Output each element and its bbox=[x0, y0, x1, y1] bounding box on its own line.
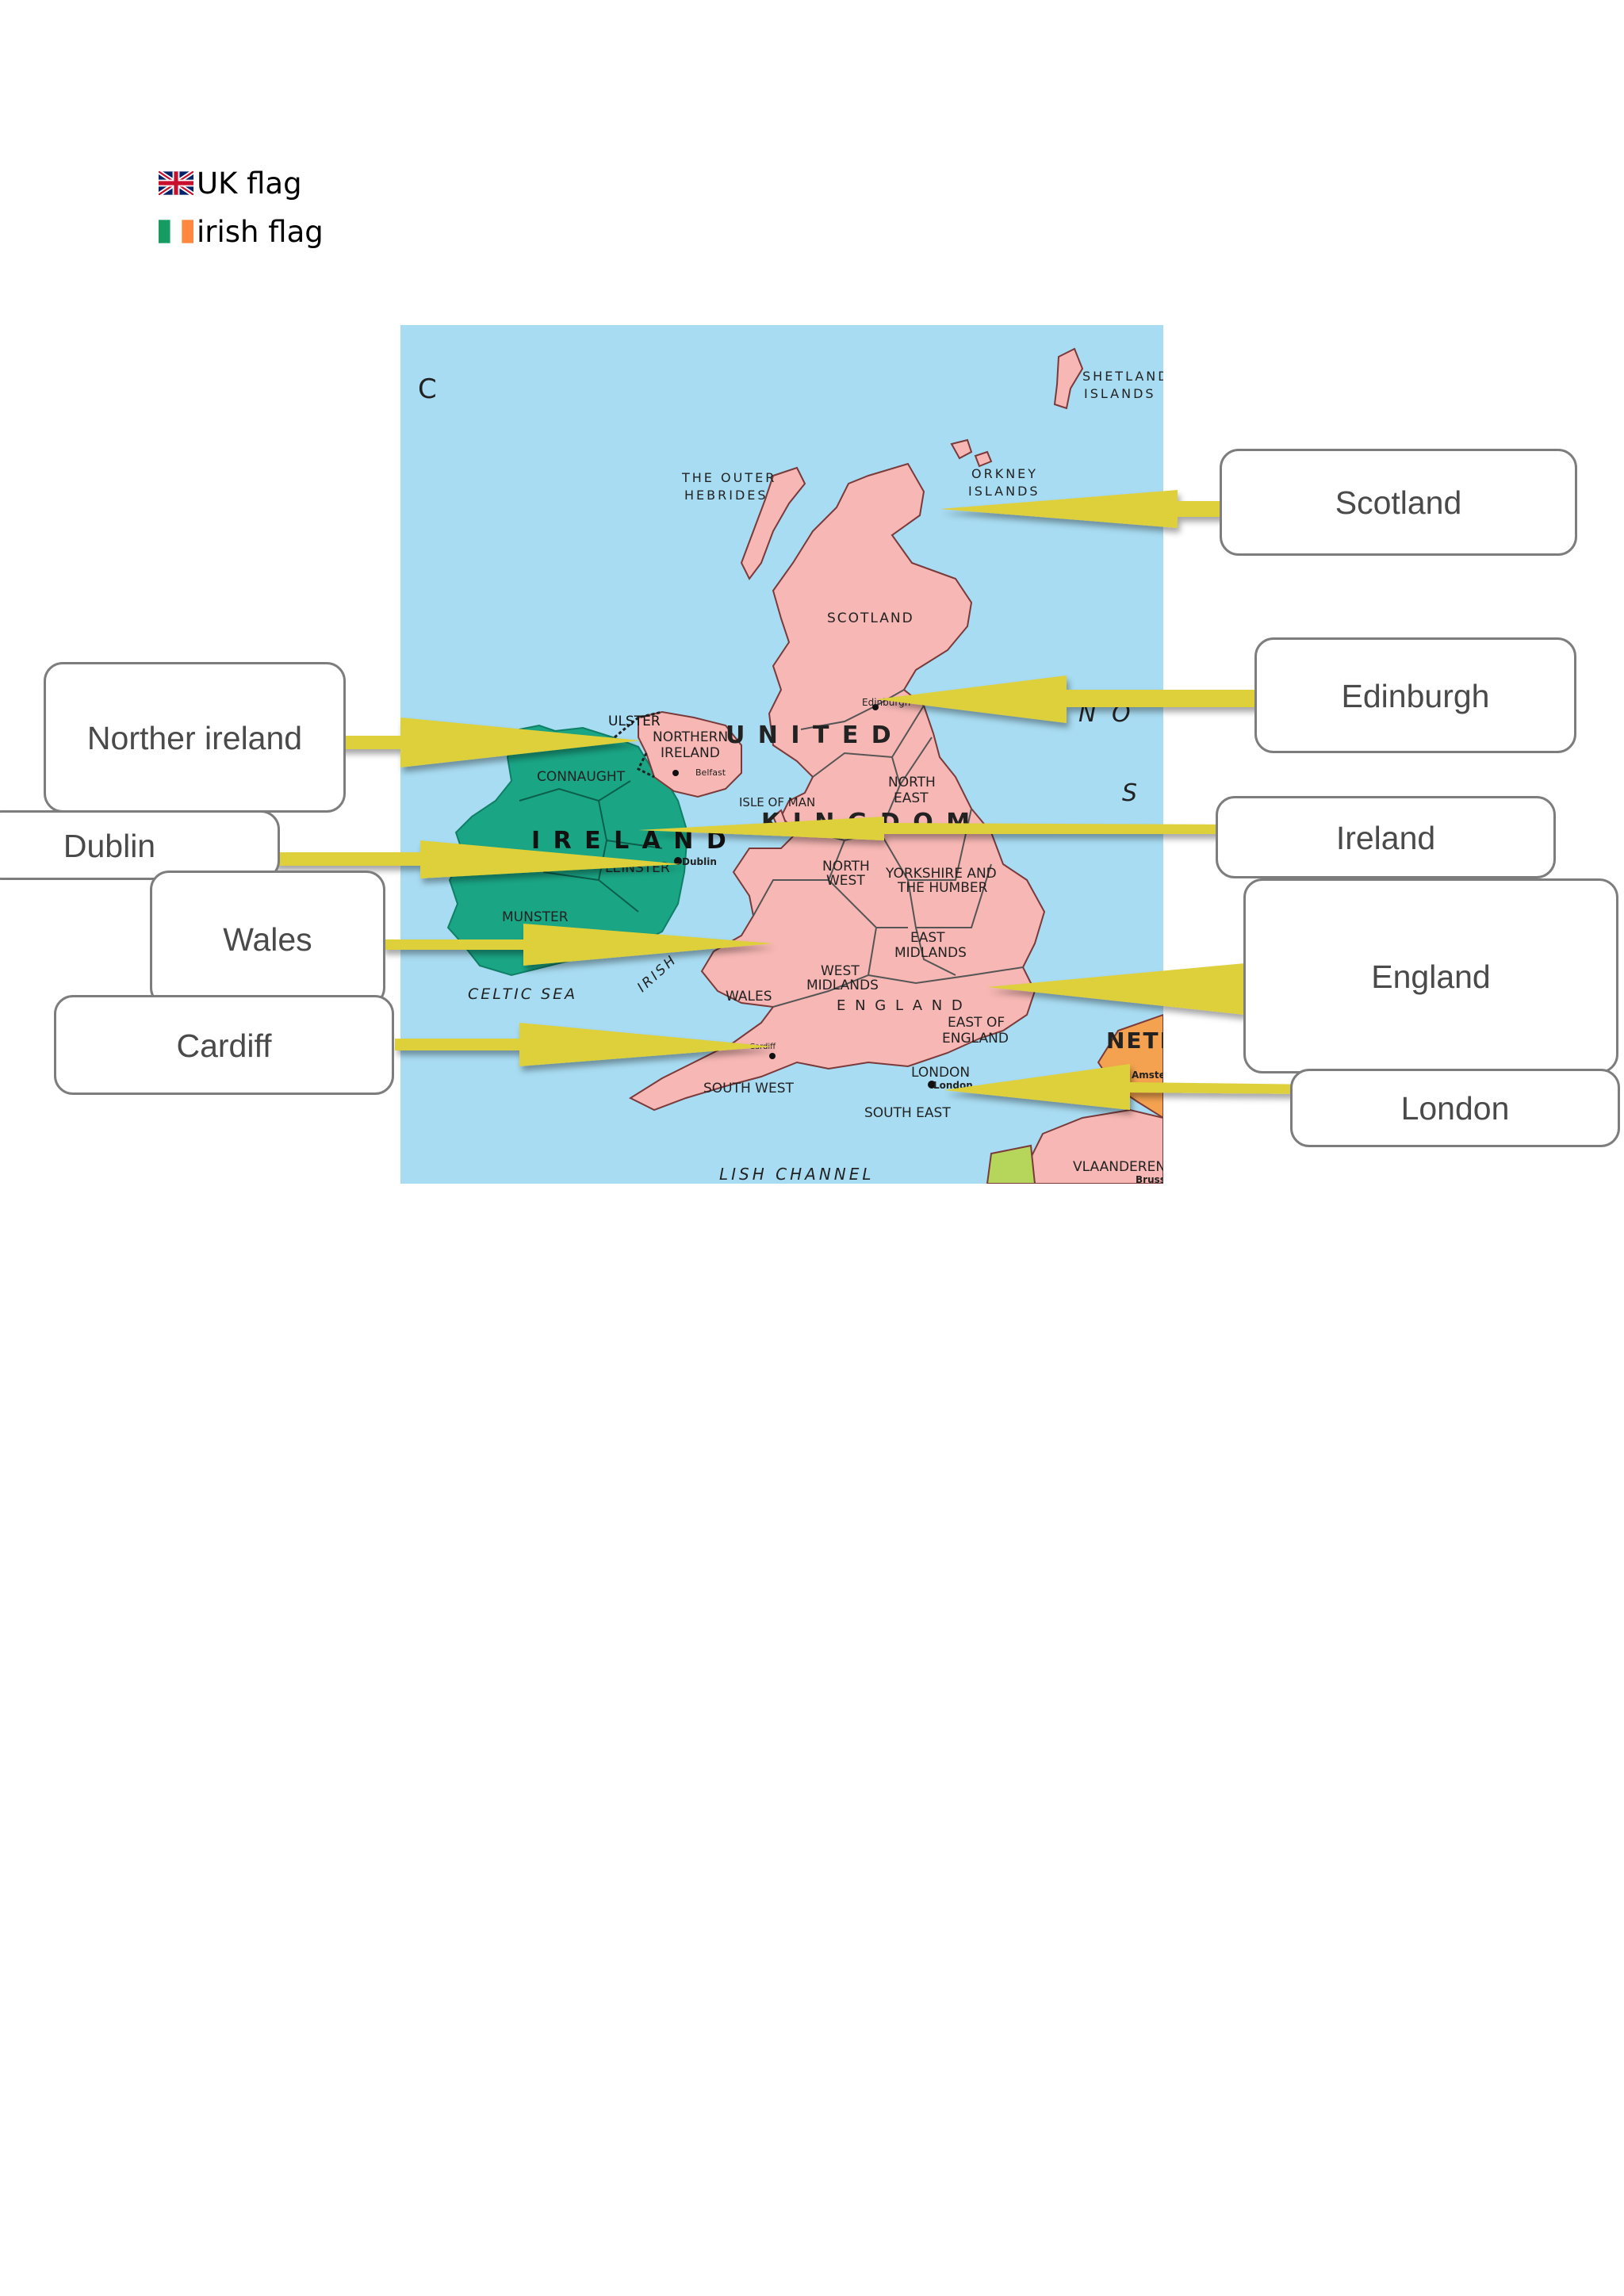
england-label: E N G L A N D bbox=[837, 997, 965, 1014]
north-east-label: EAST bbox=[894, 790, 929, 806]
dublin-marker bbox=[674, 857, 682, 865]
munster-label: MUNSTER bbox=[502, 909, 569, 925]
west-midlands-label: MIDLANDS bbox=[806, 978, 879, 993]
label-text: Wales bbox=[223, 920, 312, 958]
wales-label: WALES bbox=[726, 989, 772, 1004]
north-west-label: NORTH bbox=[822, 859, 870, 874]
leinster-label: LEINSTER bbox=[605, 860, 670, 876]
france-landmass bbox=[986, 1144, 1036, 1184]
uk-ireland-map: SHETLAND ISLANDS ORKNEY ISLANDS THE OUTE… bbox=[400, 325, 1163, 1184]
label-text: Scotland bbox=[1335, 484, 1462, 521]
celtic-sea-label: CELTIC SEA bbox=[468, 985, 577, 1003]
label-box-edinburgh[interactable]: Edinburgh bbox=[1254, 637, 1576, 753]
orkney-label: ISLANDS bbox=[968, 484, 1040, 499]
connaught-label: CONNAUGHT bbox=[537, 769, 626, 785]
london-region-label: LONDON bbox=[911, 1065, 970, 1081]
label-text: Dublin bbox=[63, 827, 156, 864]
kingdom-label: K I N G D O M bbox=[761, 809, 972, 836]
brussels-label: Bruss bbox=[1136, 1174, 1163, 1184]
east-midlands-label: EAST bbox=[910, 930, 945, 946]
north-east-label: NORTH bbox=[888, 775, 936, 790]
northern-ireland-label: IRELAND bbox=[661, 745, 720, 761]
ulster-border bbox=[614, 710, 663, 779]
legend-label: UK flag bbox=[197, 166, 302, 201]
outer-hebrides-label: THE OUTER bbox=[681, 470, 776, 485]
london-city-label: London bbox=[933, 1080, 973, 1091]
belfast-marker bbox=[672, 770, 679, 776]
north-sea-s-label: S bbox=[1122, 779, 1137, 807]
vlaanderen-label: VLAANDEREN bbox=[1073, 1159, 1163, 1175]
label-text: Ireland bbox=[1335, 819, 1436, 856]
label-box-cardiff[interactable]: Cardiff bbox=[54, 995, 394, 1095]
label-text: London bbox=[1400, 1090, 1510, 1127]
ocean-c-label: C bbox=[418, 373, 437, 405]
label-box-england[interactable]: England bbox=[1243, 878, 1618, 1073]
label-box-ireland[interactable]: Ireland bbox=[1216, 796, 1556, 878]
label-box-london[interactable]: London bbox=[1290, 1069, 1620, 1147]
label-box-scotland[interactable]: Scotland bbox=[1220, 449, 1577, 556]
legend-uk-flag: UK flag bbox=[159, 163, 302, 204]
label-box-dublin[interactable]: Dublin bbox=[0, 810, 280, 880]
south-west-label: SOUTH WEST bbox=[703, 1081, 795, 1096]
label-text: England bbox=[1371, 958, 1491, 995]
outer-hebrides-label: HEBRIDES bbox=[684, 488, 768, 503]
orkney-islands bbox=[950, 438, 993, 468]
label-text: Norther ireland bbox=[86, 719, 303, 756]
shetland-islands bbox=[1053, 347, 1084, 410]
belfast-label: Belfast bbox=[695, 767, 726, 778]
east-of-england-label: EAST OF bbox=[948, 1015, 1005, 1031]
edinburgh-label: Edinburgh bbox=[862, 697, 910, 708]
label-text: Cardiff bbox=[176, 1027, 272, 1064]
outer-hebrides bbox=[740, 466, 806, 580]
northern-ireland-label: NORTHERN bbox=[653, 729, 728, 745]
isle-of-man-label: ISLE OF MAN bbox=[739, 795, 815, 809]
shetland-label: ISLANDS bbox=[1084, 386, 1156, 401]
irish-flag-icon bbox=[159, 220, 193, 243]
legend-irish-flag: irish flag bbox=[159, 211, 324, 252]
amsterdam-label: Amste bbox=[1132, 1070, 1163, 1081]
east-of-england-label: ENGLAND bbox=[942, 1031, 1009, 1047]
label-box-northern-ireland[interactable]: Norther ireland bbox=[44, 662, 346, 813]
scotland-label: SCOTLAND bbox=[827, 610, 914, 626]
north-sea-label: N O bbox=[1078, 700, 1135, 728]
south-east-label: SOUTH EAST bbox=[864, 1105, 951, 1121]
ireland-label: I R E L A N D bbox=[531, 827, 729, 855]
label-box-wales[interactable]: Wales bbox=[150, 871, 385, 1007]
london-marker bbox=[928, 1081, 936, 1089]
cardiff-marker bbox=[769, 1053, 776, 1059]
legend-label: irish flag bbox=[197, 214, 324, 249]
netherlands-label: NETH bbox=[1106, 1027, 1163, 1054]
united-label: U N I T E D bbox=[726, 721, 894, 749]
label-text: Edinburgh bbox=[1341, 677, 1490, 714]
yorkshire-label: THE HUMBER bbox=[897, 880, 988, 896]
uk-flag-icon bbox=[159, 171, 193, 195]
east-midlands-label: MIDLANDS bbox=[894, 945, 967, 961]
ulster-label: ULSTER bbox=[608, 714, 661, 729]
dublin-city-label: Dublin bbox=[682, 856, 717, 867]
west-midlands-label: WEST bbox=[821, 963, 860, 979]
english-channel-label: LISH CHANNEL bbox=[719, 1165, 875, 1184]
shetland-label: SHETLAND bbox=[1082, 369, 1163, 384]
orkney-label: ORKNEY bbox=[971, 466, 1038, 481]
cardiff-city-label: Cardiff bbox=[749, 1043, 776, 1051]
yorkshire-label: YORKSHIRE AND bbox=[885, 866, 997, 882]
north-west-label: WEST bbox=[826, 873, 865, 889]
